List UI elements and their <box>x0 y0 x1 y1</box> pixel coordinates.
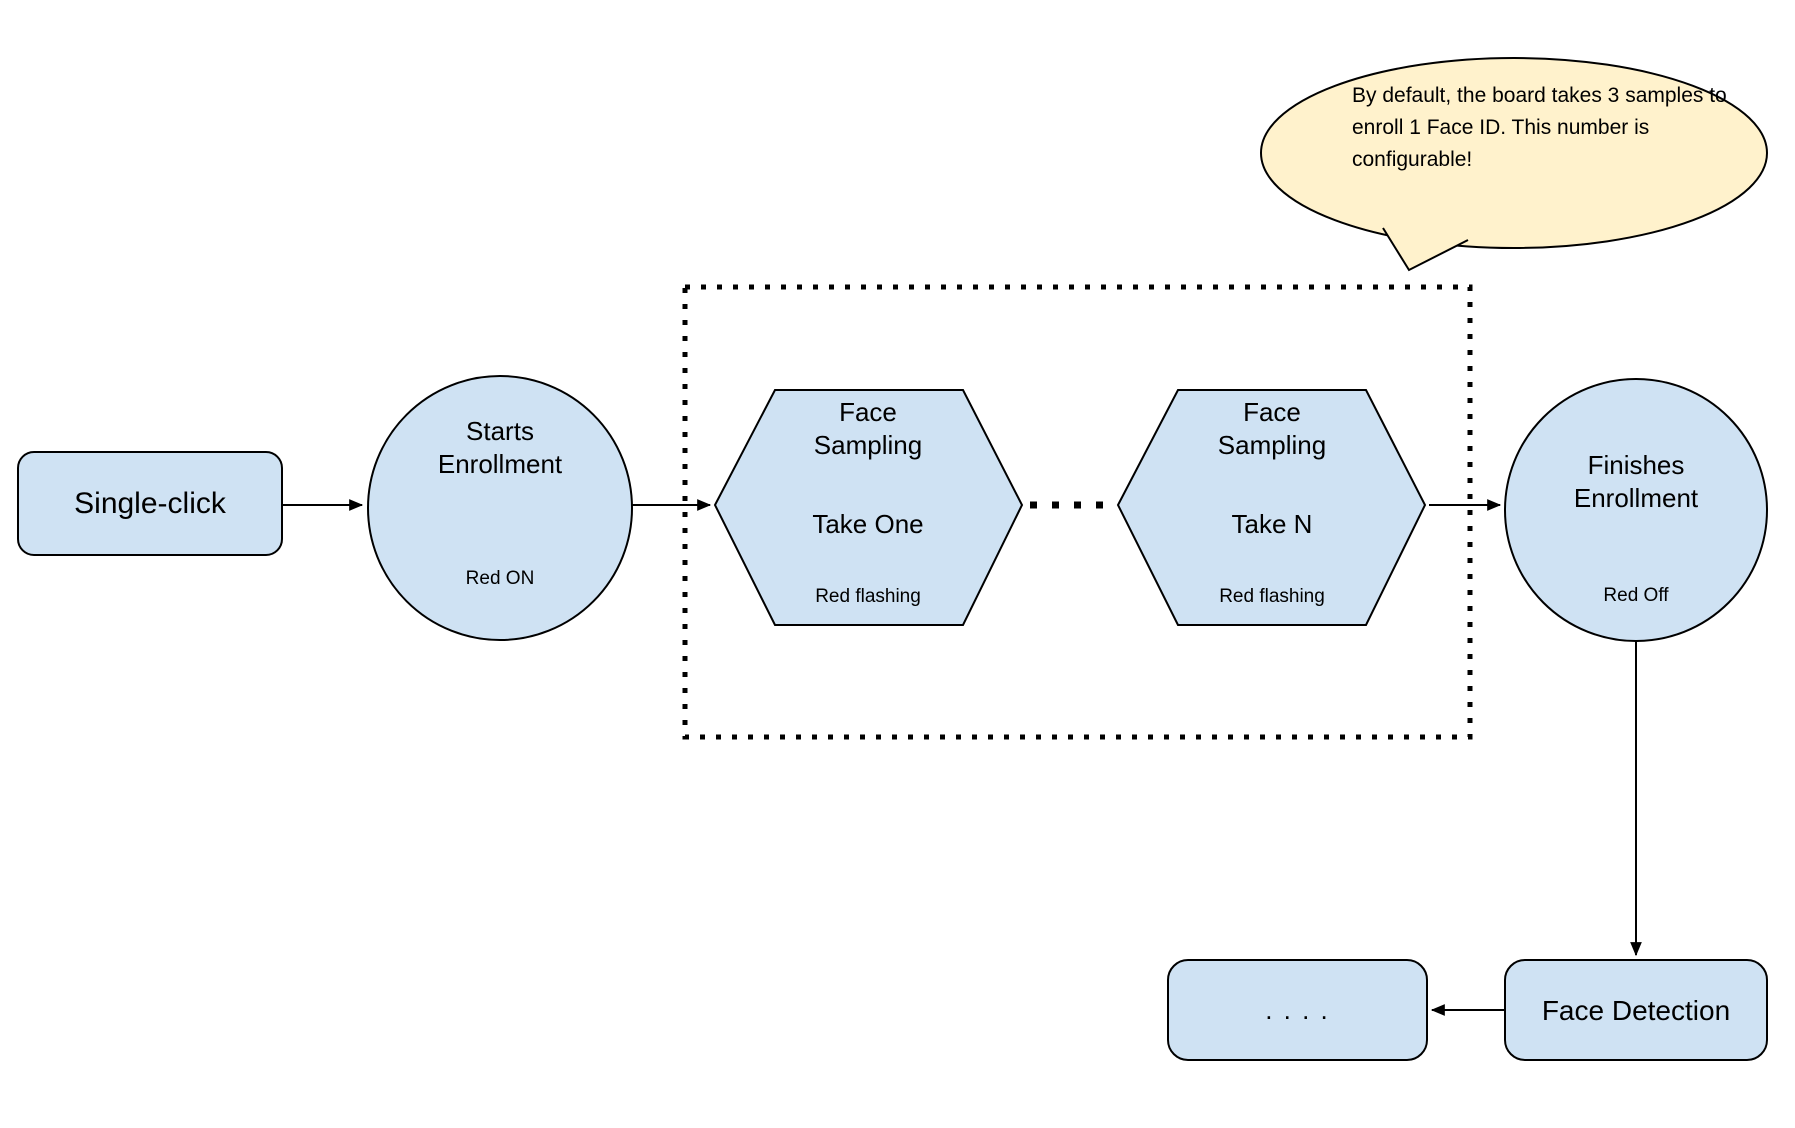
face-sampling-one-take: Take One <box>812 509 924 539</box>
callout-bubble <box>1260 57 1768 249</box>
callout-tail <box>1382 227 1469 272</box>
sampling-group-frame <box>682 284 1473 740</box>
starts-enrollment-node-shape <box>367 375 633 641</box>
continuation-node-shape <box>1167 959 1428 1061</box>
face-detection-label: Face Detection <box>1505 960 1767 1060</box>
starts-enrollment-status: Red ON <box>465 568 535 589</box>
face-sampling-n-title: Face Sampling <box>1122 396 1422 462</box>
face-sampling-n-take: Take N <box>1231 509 1313 539</box>
face-sampling-one-line1: Face <box>839 397 897 427</box>
finishes-enrollment-status: Red Off <box>1603 585 1669 606</box>
face-sampling-one-title: Face Sampling <box>718 396 1018 462</box>
face-sampling-n-line1: Face <box>1243 397 1301 427</box>
single-click-node-shape <box>17 451 283 556</box>
face-sampling-n-status: Red flashing <box>1219 586 1325 607</box>
callout-line: This number is configurable! <box>1352 116 1650 171</box>
callout-line: By default, the board takes 3 <box>1352 84 1620 107</box>
finishes-enrollment-line2: Enrollment <box>1573 483 1699 513</box>
starts-enrollment-title: Starts Enrollment <box>370 415 630 481</box>
starts-enrollment-line2: Enrollment <box>437 449 563 479</box>
face-detection-line1: Face <box>1541 994 1605 1026</box>
single-click-label: Single-click <box>74 486 226 520</box>
face-sampling-n-node-shape <box>1116 389 1427 626</box>
finishes-enrollment-title: Finishes Enrollment <box>1506 449 1766 515</box>
finishes-enrollment-line1: Finishes <box>1587 450 1685 480</box>
face-sampling-one-node-shape <box>713 389 1024 626</box>
callout-text: By default, the board takes 3 samples to… <box>1352 80 1752 176</box>
face-sampling-one-status: Red flashing <box>815 586 921 607</box>
callout-line: samples to enroll 1 Face ID. <box>1352 84 1727 139</box>
continuation-label: . . . . <box>1265 994 1330 1025</box>
face-detection-line2: Detection <box>1611 994 1731 1026</box>
face-sampling-one-line2: Sampling <box>813 430 923 460</box>
face-sampling-n-line2: Sampling <box>1217 430 1327 460</box>
starts-enrollment-line1: Starts <box>466 416 534 446</box>
